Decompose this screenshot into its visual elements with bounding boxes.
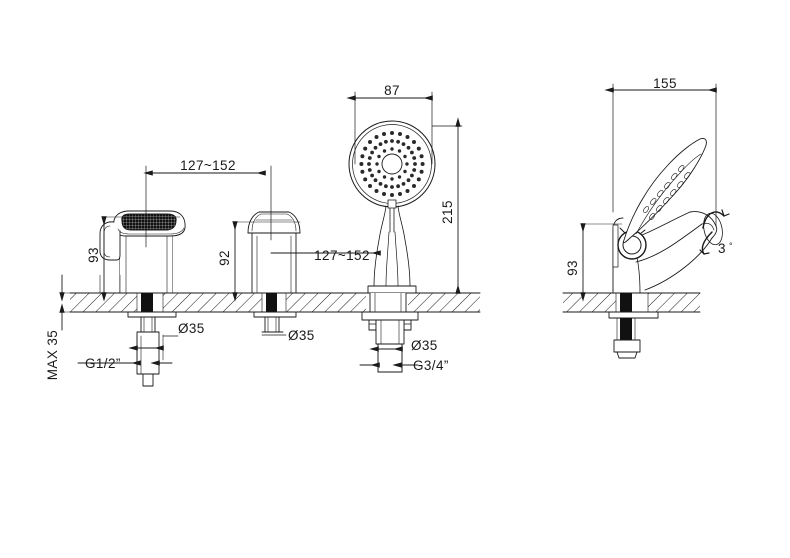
label-spread-top: 127~152 [180,158,236,173]
label-swivel-angle: 3 [718,241,726,256]
label-spread-lower: 127~152 [314,248,370,263]
label-shower-dia: 87 [384,83,400,98]
label-side-height: 93 [565,260,580,276]
dim-hole-1 [128,334,179,361]
diverter-assembly [247,211,301,333]
dim-shower-dia [346,91,433,165]
swivel-angle-symbol [699,209,730,255]
spout-side [608,138,718,359]
label-reach: 155 [653,76,677,91]
label-thread-supply: G1/2” [85,356,121,371]
label-deck-max: MAX 35 [45,330,60,380]
handshower-outlet-assembly [348,120,436,373]
label-hole-dia-3: Ø35 [411,338,438,353]
spray-holes [359,131,425,197]
dim-reach [604,83,717,227]
label-shower-height: 215 [440,200,455,224]
label-hole-dia-1: Ø35 [178,321,205,336]
label-swivel-angle-unit: ° [729,241,733,251]
dim-side-height [580,223,623,302]
label-hole-dia-2: Ø35 [288,328,315,343]
dim-spread-top [143,165,272,248]
label-handle-height: 93 [86,247,101,263]
dim-handle-height [101,216,181,302]
label-diverter-height: 92 [217,250,232,266]
handshower-side [623,138,707,244]
label-thread-outlet: G3/4” [413,358,449,373]
lever-mesh-insert [121,213,177,231]
dim-shower-height [431,117,463,294]
dim-diverter-height [232,221,301,302]
dim-deck-max [59,274,121,331]
